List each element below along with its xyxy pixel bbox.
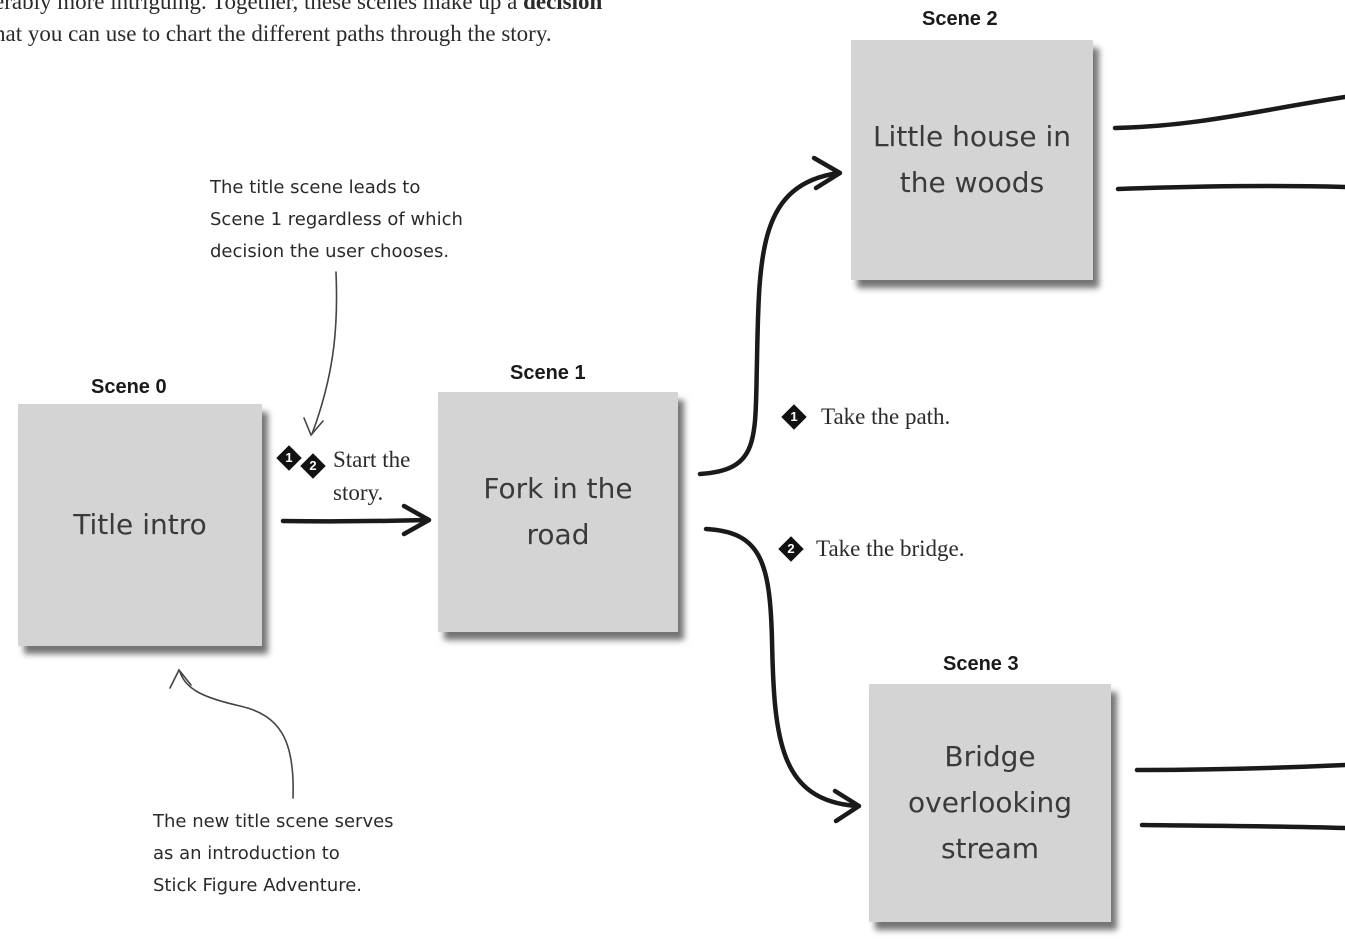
callout-new-title-head [169,668,192,689]
scene-1-card: Fork in the road [438,392,678,632]
callout-title-leads-head [303,417,324,437]
decision-start-badge-2-number: 2 [309,458,317,473]
decision-path-badge-number: 1 [790,409,798,424]
scene-3-card: Bridge overlooking stream [869,684,1111,922]
note-title-leads: The title scene leads to Scene 1 regardl… [210,177,463,262]
arrow-scene0-to-scene1 [280,517,431,524]
scene-1-text: Fork in the road [483,472,633,551]
scene-0-card: Title intro [18,404,262,646]
decision-path-caption: Take the path. [821,404,951,429]
scene-2-card: Little house in the woods [851,40,1093,280]
arrowhead-scene3 [832,788,862,824]
intro-line-2: hat you can use to chart the different p… [0,21,552,46]
scene-3-label: Scene 3 [943,653,1019,675]
decision-path-badge: 1 [781,404,807,430]
line-scene2-out-1 [1112,94,1345,131]
arrowhead-scene1 [401,503,432,537]
note-new-title: The new title scene serves as an introdu… [153,811,394,896]
intro-paragraph: erably more intriguing. Together, these … [0,0,754,50]
decision-start-caption: Start the story. [333,447,411,505]
decision-bridge-badge: 2 [778,536,804,562]
decision-start-badge-2: 2 [300,453,326,479]
arrow-scene1-to-scene2 [697,170,841,477]
decision-start-badge-1: 1 [276,445,302,471]
decision-bridge-badge-number: 2 [787,541,795,556]
scene-2-text: Little house in the woods [872,120,1072,199]
line-scene3-out-1 [1134,762,1345,773]
callout-title-leads [311,271,338,435]
intro-line-1: erably more intriguing. Together, these … [0,0,754,18]
scene-2-label: Scene 2 [922,8,998,30]
callout-new-title [179,671,294,799]
scene-0-label: Scene 0 [91,376,167,398]
arrow-scene1-to-scene3 [703,526,859,809]
line-scene3-out-2 [1139,822,1345,831]
intro-bold-term: decision [523,0,603,14]
intro-line-1-text: erably more intriguing. Together, these … [0,0,524,14]
scene-0-text: Title intro [73,508,207,541]
line-scene2-out-2 [1115,183,1345,192]
scene-3-text: Bridge overlooking stream [908,740,1072,865]
decision-bridge-caption: Take the bridge. [816,536,965,561]
scene-1-label: Scene 1 [510,362,586,384]
decision-start-badge-1-number: 1 [285,450,293,465]
arrowhead-scene2 [811,155,843,191]
